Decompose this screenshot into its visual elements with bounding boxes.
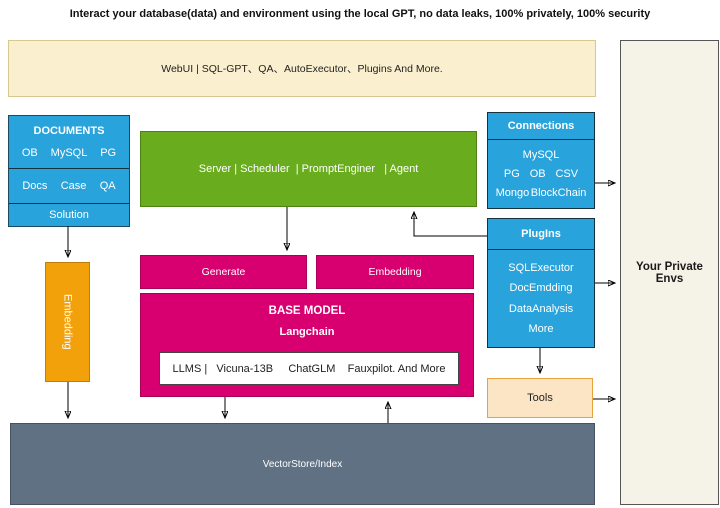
connections-row-2: PG OB CSV bbox=[494, 168, 588, 180]
webui-label: WebUI | SQL-GPT、QA、AutoExecutor、Plugins … bbox=[161, 63, 443, 75]
connections-box: Connections MySQL PG OB CSV Mongo BlockC… bbox=[487, 112, 595, 209]
connections-row-1: MySQL bbox=[494, 149, 588, 161]
arrow-plugins-to-server bbox=[414, 213, 487, 237]
base-model-llm-list: LLMS | Vicuna-13B ChatGLM Fauxpilot. And… bbox=[172, 362, 446, 375]
plugins-box: PlugIns SQLExecutor DocEmdding DataAnaly… bbox=[487, 218, 595, 348]
private-envs-label: Your Private Envs bbox=[636, 260, 703, 285]
documents-types-row: Docs Case QA bbox=[9, 169, 129, 204]
embedding-pipeline-label: Embedding bbox=[61, 294, 74, 350]
server-label: Server | Scheduler | PromptEnginer | Age… bbox=[198, 163, 419, 175]
tools-box: Tools bbox=[487, 378, 593, 418]
plugins-item-docemdding: DocEmdding bbox=[509, 282, 573, 295]
documents-solution-row: Solution bbox=[49, 209, 89, 221]
vector-store-box: VectorStore/Index bbox=[10, 423, 595, 505]
embedding-label: Embedding bbox=[368, 266, 422, 278]
documents-item-pg: PG bbox=[100, 146, 117, 159]
plugins-item-sqlexecutor: SQLExecutor bbox=[508, 261, 574, 274]
documents-item-case: Case bbox=[60, 180, 87, 192]
connections-item-mysql: MySQL bbox=[522, 149, 560, 161]
diagram-title: Interact your database(data) and environ… bbox=[69, 8, 651, 20]
base-model-title: BASE MODEL bbox=[268, 305, 346, 317]
plugins-item-more: More bbox=[528, 323, 554, 336]
documents-header: DOCUMENTS bbox=[33, 125, 105, 138]
base-model-llm-strip: LLMS | Vicuna-13B ChatGLM Fauxpilot. And… bbox=[159, 352, 459, 385]
generate-box: Generate bbox=[140, 255, 307, 289]
server-bar: Server | Scheduler | PromptEnginer | Age… bbox=[140, 131, 477, 207]
vector-store-label: VectorStore/Index bbox=[262, 458, 343, 470]
base-model-subtitle: Langchain bbox=[279, 326, 335, 338]
documents-item-mysql: MySQL bbox=[50, 146, 88, 159]
connections-item-pg: PG bbox=[503, 168, 520, 180]
embedding-pipeline-box: Embedding bbox=[45, 262, 90, 382]
tools-label: Tools bbox=[527, 392, 553, 404]
private-envs-box: Your Private Envs bbox=[620, 40, 719, 505]
embedding-box: Embedding bbox=[316, 255, 474, 289]
plugins-item-dataanalysis: DataAnalysis bbox=[508, 302, 574, 315]
documents-top-section: DOCUMENTS OB MySQL PG bbox=[9, 116, 129, 169]
webui-bar: WebUI | SQL-GPT、QA、AutoExecutor、Plugins … bbox=[8, 40, 596, 97]
documents-item-ob: OB bbox=[21, 146, 38, 159]
connections-item-ob: OB bbox=[529, 168, 546, 180]
connections-header: Connections bbox=[488, 113, 594, 140]
documents-item-docs: Docs bbox=[22, 180, 48, 192]
base-model-box: BASE MODEL Langchain LLMS | Vicuna-13B C… bbox=[140, 293, 474, 397]
generate-label: Generate bbox=[201, 266, 246, 278]
documents-sources-row: OB MySQL PG bbox=[9, 147, 129, 159]
plugins-body: SQLExecutor DocEmdding DataAnalysis More bbox=[488, 250, 594, 347]
documents-item-qa: QA bbox=[99, 180, 116, 192]
connections-item-blockchain: BlockChain bbox=[530, 187, 587, 199]
connections-row-3: Mongo BlockChain bbox=[494, 187, 588, 199]
plugins-header: PlugIns bbox=[488, 219, 594, 250]
connections-body: MySQL PG OB CSV Mongo BlockChain bbox=[488, 140, 594, 208]
connections-item-mongo: Mongo bbox=[495, 187, 530, 199]
documents-box: DOCUMENTS OB MySQL PG Docs Case QA Solut… bbox=[8, 115, 130, 227]
connections-item-csv: CSV bbox=[555, 168, 579, 180]
